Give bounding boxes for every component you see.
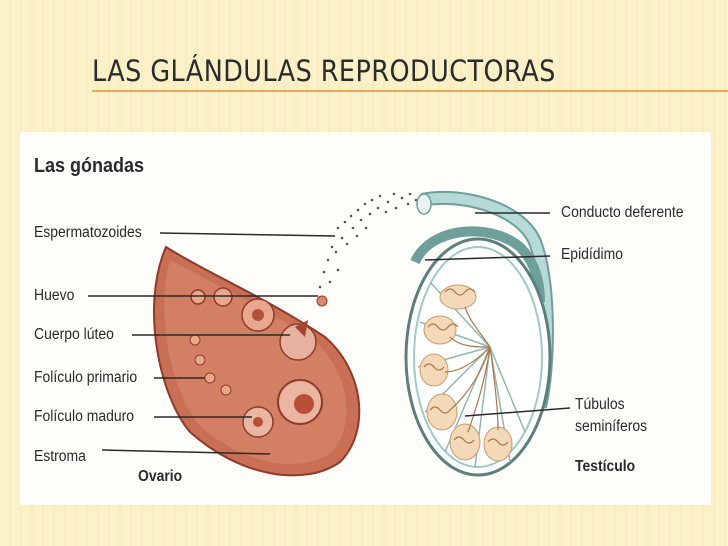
label-foliculo-maduro: Folículo maduro — [34, 408, 135, 425]
gonads-illustration — [88, 190, 571, 477]
ovary-drawing — [153, 245, 361, 477]
sperm-cloud — [318, 192, 418, 289]
testis-drawing — [404, 190, 554, 477]
label-epididimo: Epidídimo — [561, 246, 624, 263]
label-estroma: Estroma — [34, 448, 86, 465]
figure-heading: Las gónadas — [34, 155, 145, 177]
label-espermatozoides: Espermatozoides — [34, 224, 142, 241]
label-testiculo: Testículo — [575, 458, 636, 475]
slide-title: LAS GLÁNDULAS REPRODUCTORAS — [92, 54, 556, 88]
label-tubulos-line1: Túbulos — [575, 396, 625, 413]
label-huevo: Huevo — [34, 287, 75, 304]
title-underline — [92, 90, 728, 92]
label-tubulos-line2: seminíferos — [575, 418, 648, 435]
label-ovario: Ovario — [138, 468, 183, 485]
label-cuerpo-luteo: Cuerpo lúteo — [34, 326, 114, 343]
leader-lines — [88, 212, 571, 455]
label-conducto-deferente: Conducto deferente — [561, 204, 684, 221]
gonads-figure: Las gónadas Espermatozoides Huevo Cuerpo… — [20, 132, 711, 505]
label-foliculo-primario: Folículo primario — [34, 369, 138, 386]
